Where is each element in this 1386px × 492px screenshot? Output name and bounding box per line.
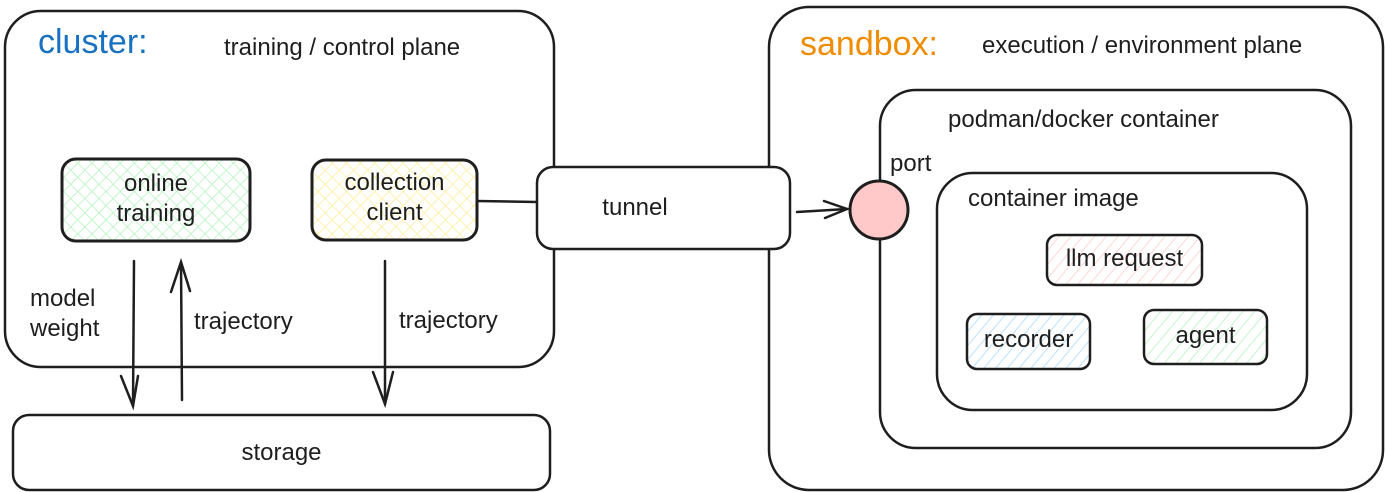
docker-container-title: podman/docker container: [948, 106, 1219, 133]
llm-request-node[interactable]: [1045, 233, 1204, 287]
cluster-subtitle: training / control plane: [224, 34, 461, 61]
port-node[interactable]: [848, 179, 910, 241]
sandbox-subtitle: execution / environment plane: [982, 32, 1303, 59]
model-weight-line1: model: [30, 285, 96, 312]
collection-client-label: collection client: [312, 168, 477, 228]
client-tunnel-edge: [476, 199, 538, 204]
llm-request-label: llm request: [1065, 245, 1184, 272]
storage-box[interactable]: [11, 413, 552, 492]
agent-label: agent: [1175, 322, 1236, 349]
trajectory-down-arrow: [371, 259, 395, 409]
agent-node[interactable]: [1142, 308, 1269, 366]
recorder-node[interactable]: [965, 312, 1092, 371]
model-weight-label: model weight: [30, 284, 99, 344]
recorder-label: recorder: [983, 326, 1074, 353]
tunnel-label: tunnel: [602, 194, 668, 221]
sandbox-title: sandbox:: [800, 25, 938, 63]
port-label: port: [890, 150, 932, 177]
trajectory-up-label: trajectory: [194, 308, 293, 335]
container-image-title: container image: [968, 185, 1139, 212]
collection-client-node[interactable]: [310, 158, 479, 242]
collection-client-line1: collection: [344, 169, 445, 196]
online-training-label: online training: [62, 169, 250, 229]
online-training-node[interactable]: [60, 157, 252, 243]
online-training-line2: training: [116, 200, 196, 227]
online-training-line1: online: [123, 170, 189, 197]
tunnel-node[interactable]: [535, 165, 792, 251]
trajectory-up-arrow: [169, 257, 192, 402]
cluster-title: cluster:: [38, 23, 148, 61]
model-weight-arrow: [119, 259, 140, 411]
tunnel-port-arrow: [795, 199, 851, 220]
model-weight-line2: weight: [30, 315, 100, 342]
collection-client-line2: client: [366, 199, 423, 226]
storage-label: storage: [241, 439, 322, 466]
trajectory-down-label: trajectory: [399, 307, 498, 334]
